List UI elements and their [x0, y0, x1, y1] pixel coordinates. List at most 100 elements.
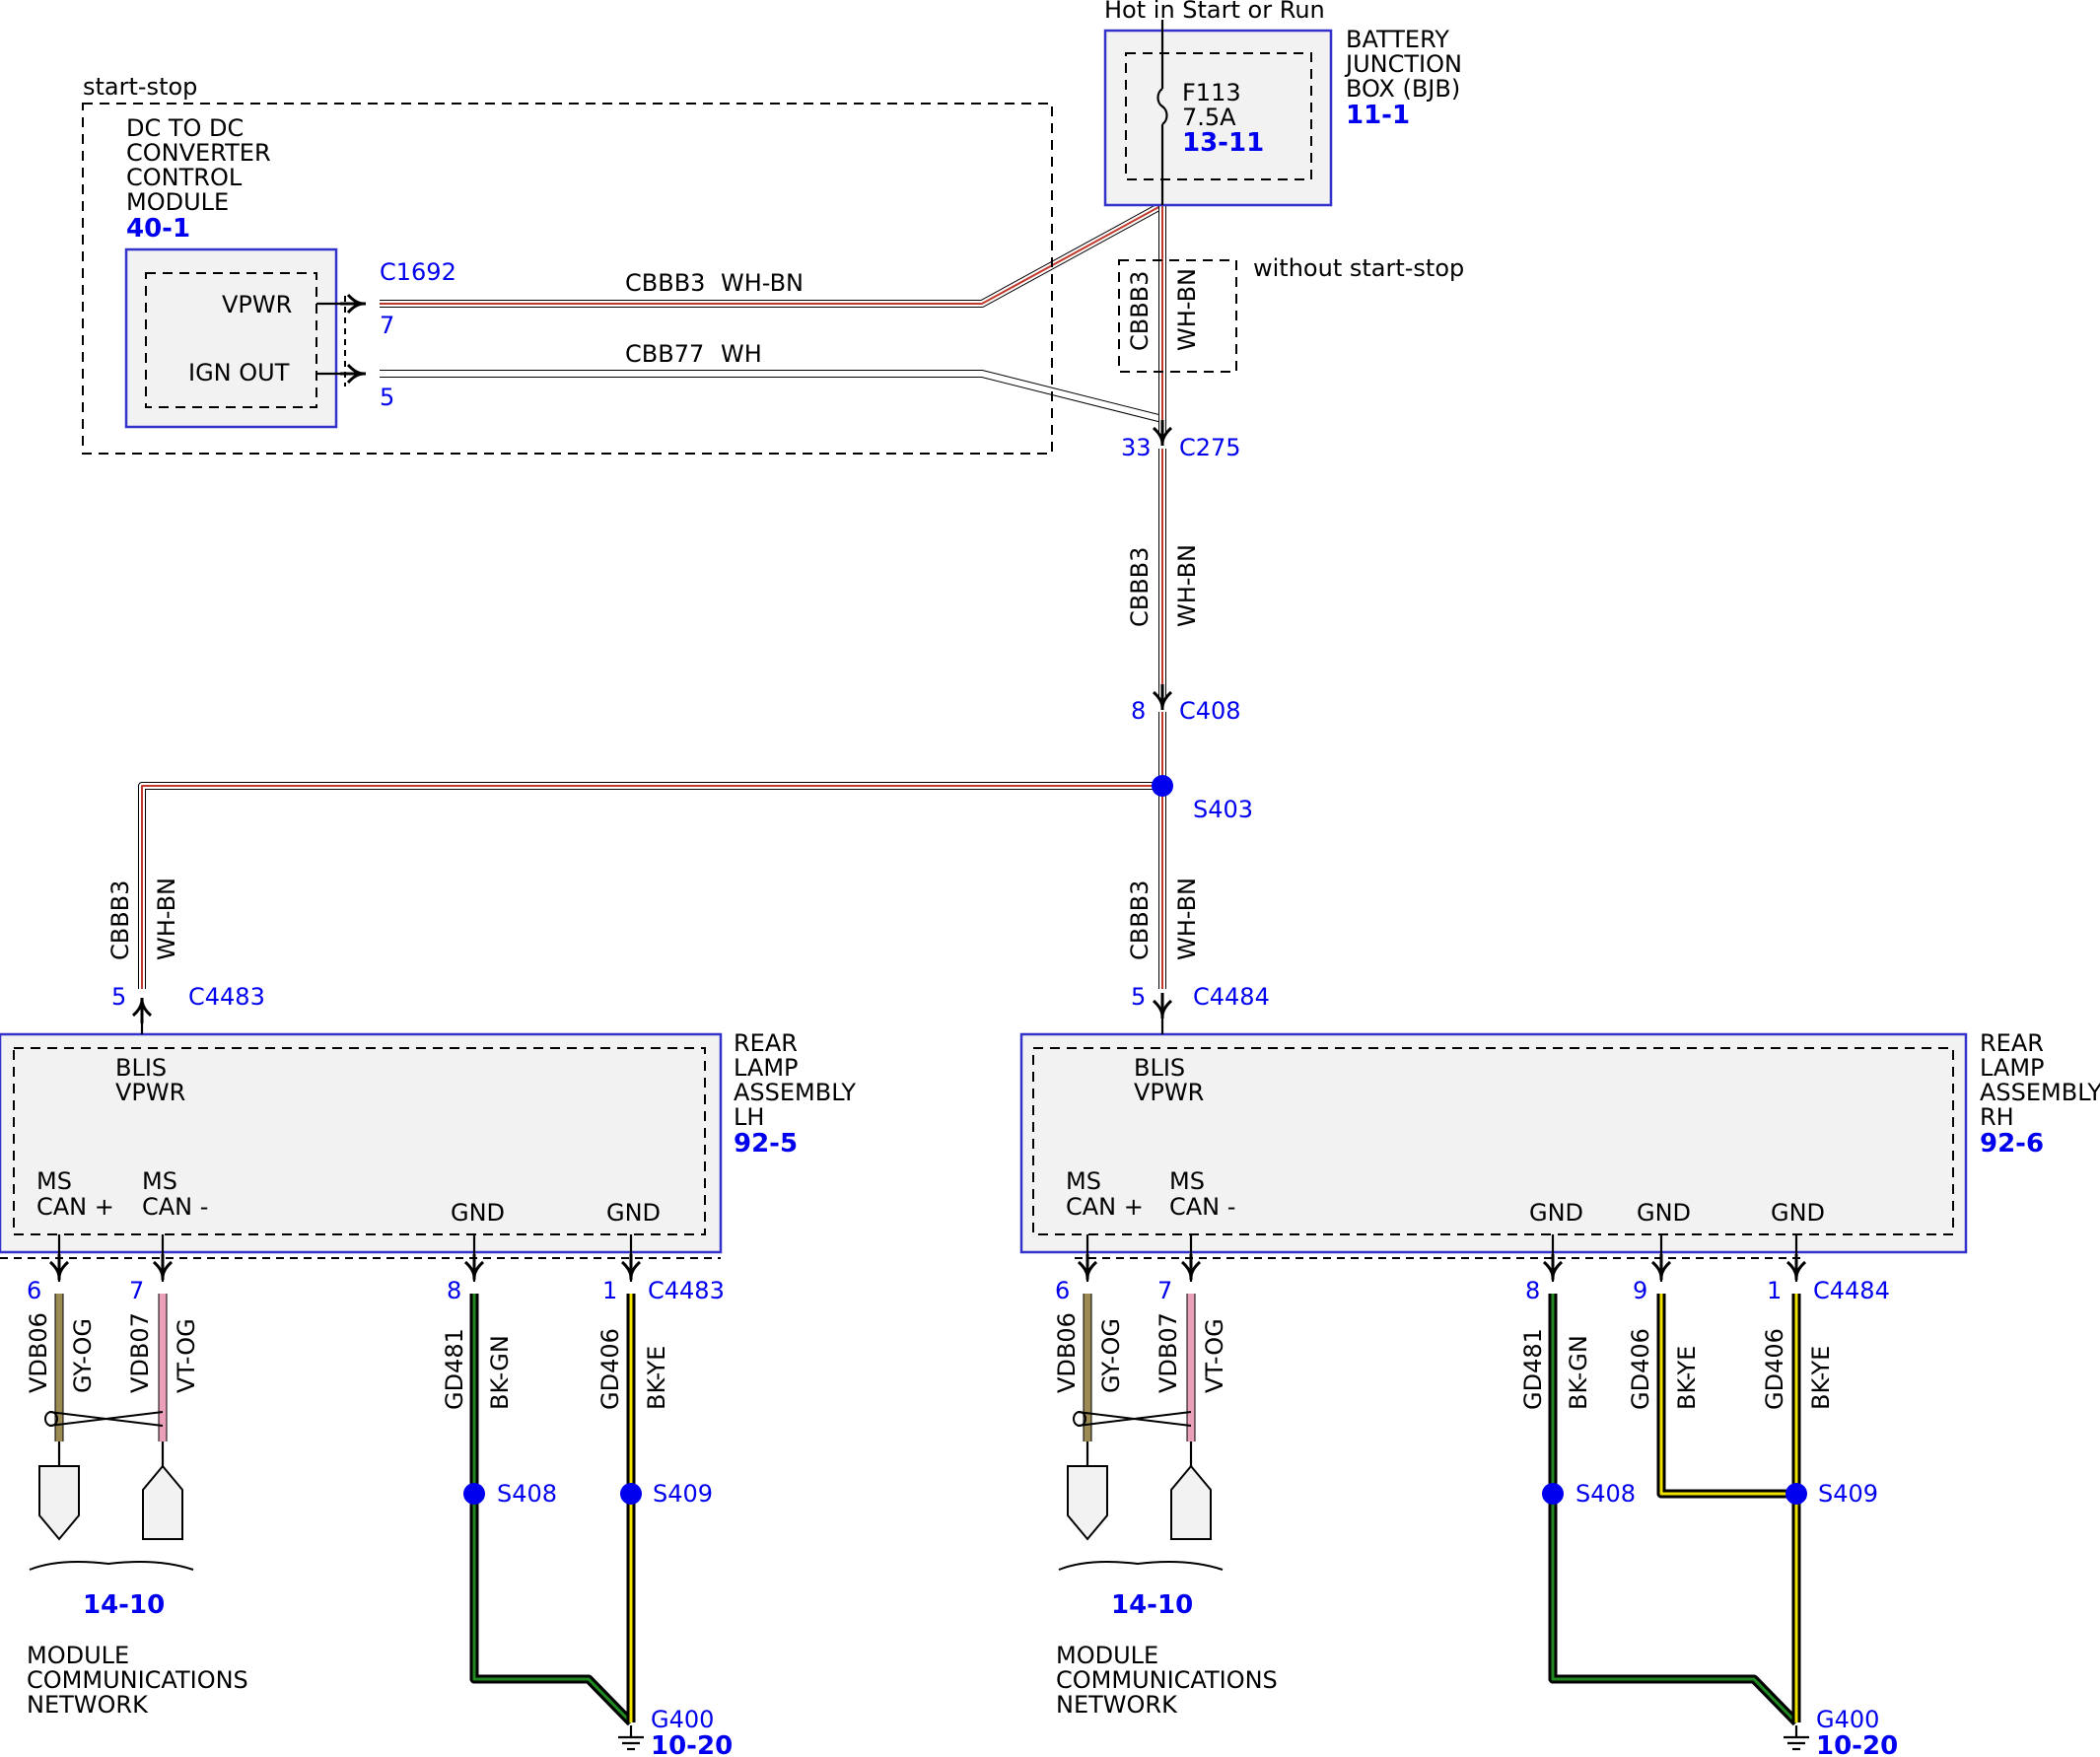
lh-pin8: 8 [447, 1277, 461, 1304]
rh-w1-color: BK-YE [1807, 1346, 1835, 1410]
rh-w1-circuit: GD406 [1761, 1328, 1788, 1410]
rh-can-minus-line2: CAN - [1169, 1193, 1235, 1221]
rh-network-line2: COMMUNICATIONS [1056, 1666, 1278, 1694]
rh-bottom-connector: C4484 [1813, 1277, 1890, 1304]
lh-ref[interactable]: 92-5 [734, 1129, 798, 1159]
c1692-pin7-arrow[interactable] [340, 293, 366, 315]
lh-network-line1: MODULE [27, 1642, 129, 1669]
rh-w7-circuit: VDB07 [1155, 1312, 1182, 1393]
rh-network-line3: NETWORK [1056, 1691, 1178, 1719]
rh-gnd3: GND [1771, 1199, 1825, 1227]
rh-network-line1: MODULE [1056, 1642, 1158, 1669]
rh-blis: BLIS [1134, 1054, 1185, 1082]
without-start-stop-region [1118, 259, 1237, 373]
rh-inner-outline [1032, 1047, 1954, 1235]
lh-feed-color: WH-BN [153, 878, 180, 960]
wire-cbbb3-dcdc[interactable] [380, 201, 1164, 308]
rh-can-minus-connector-icon[interactable] [1170, 1464, 1212, 1540]
rh-vpwr: VPWR [1134, 1079, 1204, 1106]
wiring [54, 201, 1801, 1726]
rh-wire-gd406-9[interactable] [1656, 1294, 1796, 1499]
c408-arrow[interactable] [1152, 684, 1173, 710]
rh-splice-s409[interactable] [1785, 1483, 1807, 1505]
lh-can-plus-line2: CAN + [36, 1193, 114, 1221]
trunk-color: WH-BN [1173, 544, 1201, 627]
rh-name-line4: RH [1980, 1103, 2014, 1131]
rh-w6-color: GY-OG [1097, 1318, 1125, 1393]
rh-s409-label: S409 [1818, 1480, 1878, 1508]
lh-network-ref[interactable]: 14-10 [83, 1590, 165, 1620]
lh-twist-end [44, 1411, 58, 1427]
lh-splice-s408[interactable] [463, 1483, 485, 1505]
rh-can-plus-connector-icon[interactable] [1067, 1465, 1108, 1541]
feed-label: Hot in Start or Run [1104, 0, 1325, 24]
rh-splice-s408[interactable] [1542, 1483, 1564, 1505]
wire2-color: WH [721, 340, 762, 368]
c408-label: C408 [1179, 697, 1241, 725]
bjb-ref[interactable]: 11-1 [1346, 101, 1410, 130]
c275-arrow[interactable] [1152, 420, 1173, 446]
lh-splice-s409[interactable] [620, 1483, 642, 1505]
rh-ground-ref[interactable]: 10-20 [1816, 1731, 1898, 1757]
lh-blis: BLIS [115, 1054, 167, 1082]
without-ss-circuit: CBBB3 [1126, 271, 1154, 351]
dcdc-name-line2: CONVERTER [126, 139, 271, 167]
c1692-pin7: 7 [380, 312, 394, 339]
fuse-ref[interactable]: 13-11 [1182, 128, 1264, 158]
components [0, 20, 1968, 1751]
c1692-label: C1692 [380, 258, 456, 286]
rh-network-ref[interactable]: 14-10 [1111, 1590, 1193, 1620]
c1692-pin5: 5 [380, 384, 394, 411]
dcdc-name-line4: MODULE [126, 188, 229, 216]
rh-pin1: 1 [1767, 1277, 1782, 1304]
rh-ref[interactable]: 92-6 [1980, 1129, 2044, 1159]
rh-ground-icon[interactable] [1784, 1725, 1809, 1751]
c275-pin: 33 [1121, 434, 1152, 461]
wire2-circuit: CBB77 [625, 340, 704, 368]
lh-name-line2: LAMP [734, 1054, 799, 1082]
lh-w8-circuit: GD481 [441, 1328, 468, 1410]
without-ss-color: WH-BN [1173, 268, 1201, 351]
start-stop-region [82, 103, 1053, 455]
rh-s408-label: S408 [1575, 1480, 1636, 1508]
splice-s403[interactable] [1152, 775, 1173, 797]
bjb-name-line3: BOX (BJB) [1346, 75, 1460, 103]
lh-w8-color: BK-GN [486, 1335, 514, 1410]
battery-junction-box[interactable] [1103, 29, 1333, 207]
c275-label: C275 [1179, 434, 1241, 461]
trunk-circuit: CBBB3 [1126, 547, 1154, 627]
lh-w6-circuit: VDB06 [25, 1312, 52, 1393]
rh-ground-label: G400 [1816, 1706, 1879, 1733]
rh-w9-color: BK-YE [1673, 1346, 1701, 1410]
fuse-f113-icon[interactable] [1156, 88, 1168, 125]
rh-can-plus-line1: MS [1066, 1167, 1101, 1195]
rh-w8-circuit: GD481 [1519, 1328, 1547, 1410]
rh-name-line3: ASSEMBLY [1980, 1079, 2100, 1106]
lh-w6-color: GY-OG [69, 1318, 97, 1393]
lh-vpwr: VPWR [115, 1079, 185, 1106]
rh-w6-circuit: VDB06 [1053, 1312, 1081, 1393]
text-labels: Hot in Start or Run BATTERY JUNCTION BOX… [25, 0, 2100, 1757]
lh-gnd2: GND [606, 1199, 661, 1227]
lh-can-minus-connector-icon[interactable] [142, 1464, 183, 1540]
rh-gnd2: GND [1637, 1199, 1691, 1227]
c1692-pin5-arrow[interactable] [340, 363, 366, 385]
lh-can-plus-connector-icon[interactable] [38, 1465, 80, 1541]
rear-lamp-assembly-rh[interactable] [1019, 1032, 1968, 1254]
fuse-id: F113 [1182, 79, 1241, 106]
wire-cbbb3-s403-lh[interactable] [138, 782, 1162, 989]
lh-ground-ref[interactable]: 10-20 [651, 1731, 733, 1757]
rh-gnd1: GND [1529, 1199, 1583, 1227]
c408-pin: 8 [1131, 697, 1146, 725]
dcdc-ref[interactable]: 40-1 [126, 214, 190, 244]
rh-network-brace [1058, 1561, 1224, 1571]
wire-cbb77-dcdc[interactable] [380, 370, 1163, 423]
lh-name-line4: LH [734, 1103, 764, 1131]
rh-pin8: 8 [1525, 1277, 1540, 1304]
without-start-stop-label: without start-stop [1253, 254, 1464, 282]
lh-name-line1: REAR [734, 1029, 798, 1057]
rear-lamp-assembly-lh[interactable] [0, 1032, 723, 1254]
rh-w8-color: BK-GN [1565, 1335, 1592, 1410]
lh-ground-icon[interactable] [618, 1725, 644, 1751]
dc-dc-converter-module[interactable] [124, 247, 338, 429]
